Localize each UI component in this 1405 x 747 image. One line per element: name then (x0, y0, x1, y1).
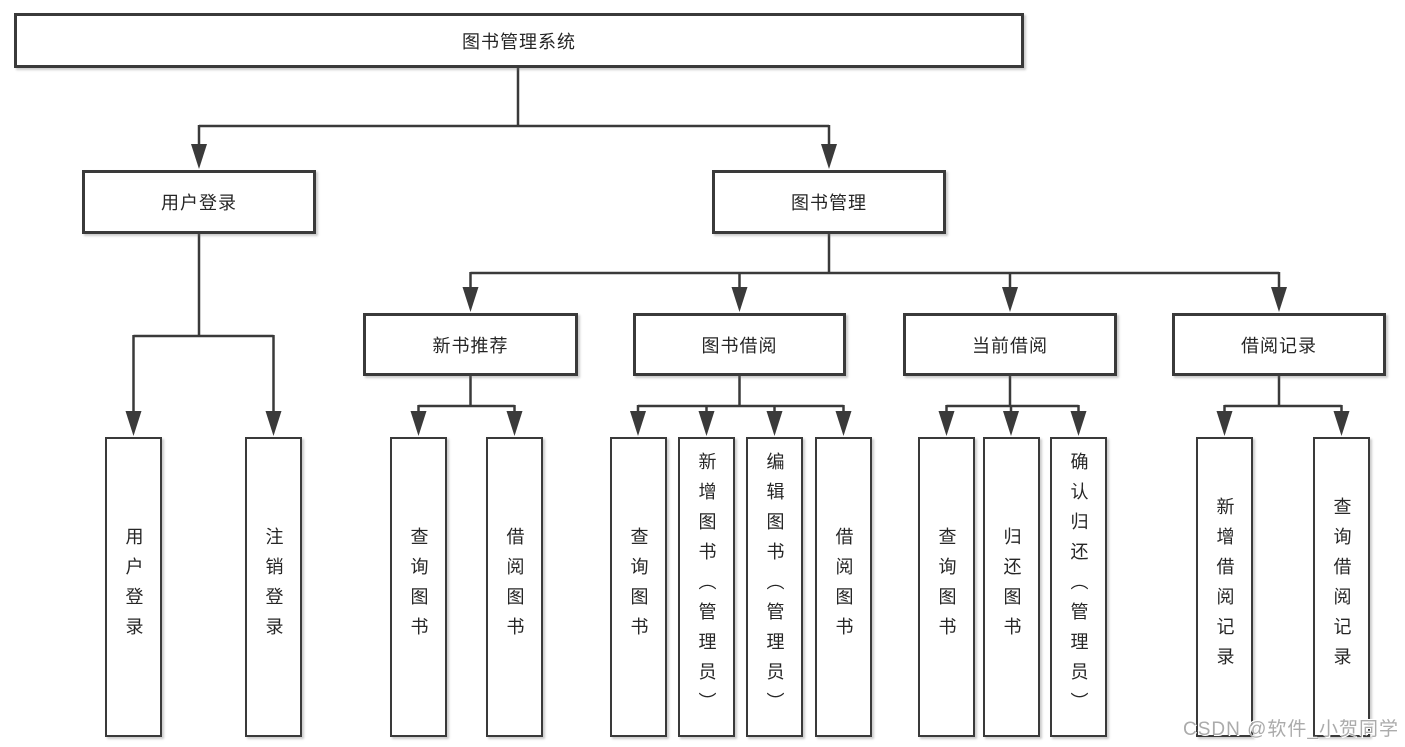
node-book-borrowing: 图书借阅 (633, 313, 846, 376)
node-label: 借阅记录 (1241, 335, 1317, 356)
node-label: 新书推荐 (432, 335, 509, 356)
leaf-add-books-admin: 新增图书（管理员） (678, 437, 735, 737)
node-label: 图书借阅 (701, 335, 778, 356)
leaf-return-books: 归还图书 (983, 437, 1040, 737)
leaf-label: 确认归还（管理员） (1068, 452, 1089, 722)
node-label: 当前借阅 (972, 335, 1048, 356)
node-library-management-system: 图书管理系统 (14, 13, 1024, 68)
leaf-edit-books-admin: 编辑图书（管理员） (746, 437, 803, 737)
leaf-query-books-recommend: 查询图书 (390, 437, 447, 737)
leaf-label: 借阅图书 (833, 527, 854, 647)
node-label: 图书管理系统 (462, 31, 576, 52)
leaf-query-books-current: 查询图书 (918, 437, 975, 737)
leaf-label: 查询借阅记录 (1331, 497, 1352, 677)
node-label: 用户登录 (161, 193, 237, 213)
leaf-confirm-return-admin: 确认归还（管理员） (1050, 437, 1107, 737)
leaf-label: 用户登录 (123, 527, 144, 647)
node-new-book-recommendation: 新书推荐 (363, 313, 578, 376)
node-borrowing-records: 借阅记录 (1172, 313, 1386, 376)
csdn-watermark: CSDN @软件_小贺同学 (1183, 719, 1399, 740)
node-current-borrowing: 当前借阅 (903, 313, 1117, 376)
leaf-query-borrow-record: 查询借阅记录 (1313, 437, 1370, 737)
leaf-label: 借阅图书 (504, 527, 525, 647)
leaf-query-books-borrowing: 查询图书 (610, 437, 667, 737)
leaf-label: 查询图书 (408, 527, 429, 647)
leaf-label: 新增借阅记录 (1214, 497, 1235, 677)
leaf-label: 注销登录 (263, 527, 284, 647)
leaf-label: 查询图书 (936, 527, 957, 647)
leaf-label: 查询图书 (628, 527, 649, 647)
leaf-label: 归还图书 (1001, 527, 1022, 647)
leaf-borrow-books-borrowing: 借阅图书 (815, 437, 872, 737)
node-label: 图书管理 (791, 193, 867, 213)
leaf-borrow-books-recommend: 借阅图书 (486, 437, 543, 737)
leaf-add-borrow-record: 新增借阅记录 (1196, 437, 1253, 737)
leaf-logout-login: 注销登录 (245, 437, 302, 737)
leaf-label: 编辑图书（管理员） (764, 452, 785, 722)
node-user-login: 用户登录 (82, 170, 316, 234)
leaf-user-login: 用户登录 (105, 437, 162, 737)
node-book-management: 图书管理 (712, 170, 946, 234)
leaf-label: 新增图书（管理员） (696, 452, 717, 722)
